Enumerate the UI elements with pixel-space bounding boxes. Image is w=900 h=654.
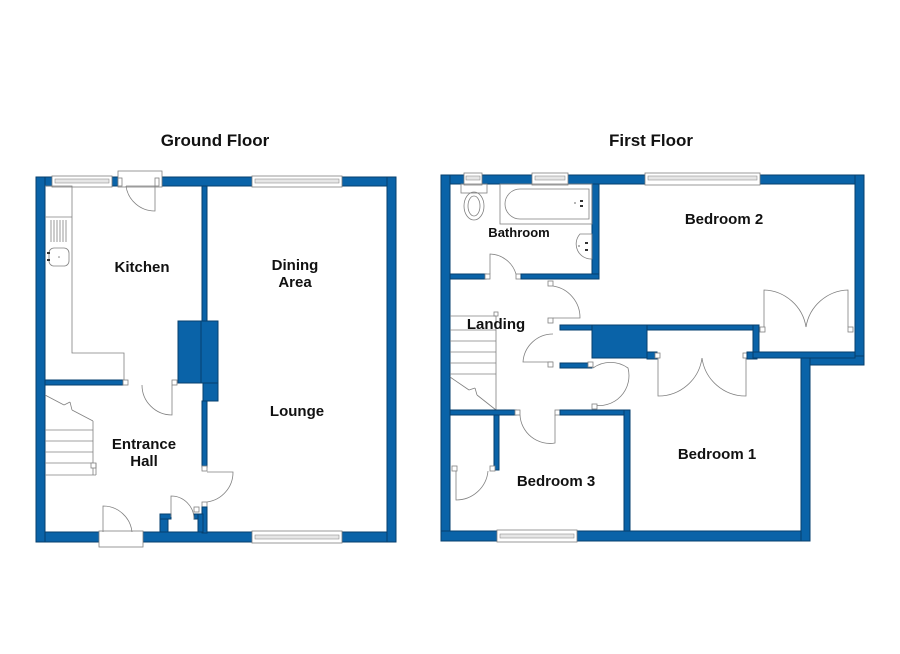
first-east-wall-lower [800,355,811,542]
cloak-cupboard [159,495,204,533]
bathroom-south-wall [449,273,487,280]
bedroom-1-wardrobe-door [657,357,703,397]
bedroom-2-south-wall [559,324,758,331]
kitchen-sink-icon [47,220,70,267]
toilet-icon [460,183,488,221]
hall-lounge-wall [201,400,208,468]
room-label-bedroom-1: Bedroom 1 [677,446,757,463]
ground-east-wall [386,176,397,543]
ground-floor-plan [35,170,397,548]
first-floor-plan [440,172,865,543]
room-label-lounge: Lounge [269,403,325,420]
first-floor-title: First Floor [608,131,694,150]
first-floor-stairs [449,311,499,411]
cupboard-door-swing [522,333,554,363]
first-east-wall-upper [854,174,865,366]
bedroom-2-door-swing [552,285,581,319]
bathroom-east-wall [591,183,600,280]
room-label-kitchen: Kitchen [114,259,170,276]
room-label-bedroom-2: Bedroom 2 [684,211,764,228]
chimney-breast [177,320,219,384]
lounge-door-swing [206,471,234,503]
front-door [98,530,144,548]
room-label-bathroom: Bathroom [488,225,550,240]
bedroom-1-3-wall [623,409,631,532]
room-label-entrance-hall: Entrance Hall [111,436,177,470]
bathroom-door-swing [489,253,517,275]
landing-south-wall [449,409,517,416]
bath-icon [499,183,593,225]
ground-floor-title: Ground Floor [160,131,270,150]
bedroom-1-door-swing [592,362,630,406]
room-label-dining-area: Dining Area [271,257,319,291]
kitchen-door-swing [141,384,173,416]
kitchen-worktop [45,185,125,380]
airing-cupboard [591,324,648,359]
kitchen-dining-wall [201,185,208,323]
room-label-bedroom-3: Bedroom 3 [516,473,596,490]
first-south-wall [440,530,811,542]
kitchen-hall-wall [44,379,124,386]
ground-west-wall [35,176,46,543]
first-west-wall [440,174,451,542]
ground-stairs [44,394,97,476]
bedroom-3-cupboard-door [455,470,489,501]
bedroom-2-wardrobe-door [763,289,807,328]
bedroom-3-door-swing [519,414,556,444]
basin-icon [575,233,593,260]
room-label-landing: Landing [466,316,526,333]
